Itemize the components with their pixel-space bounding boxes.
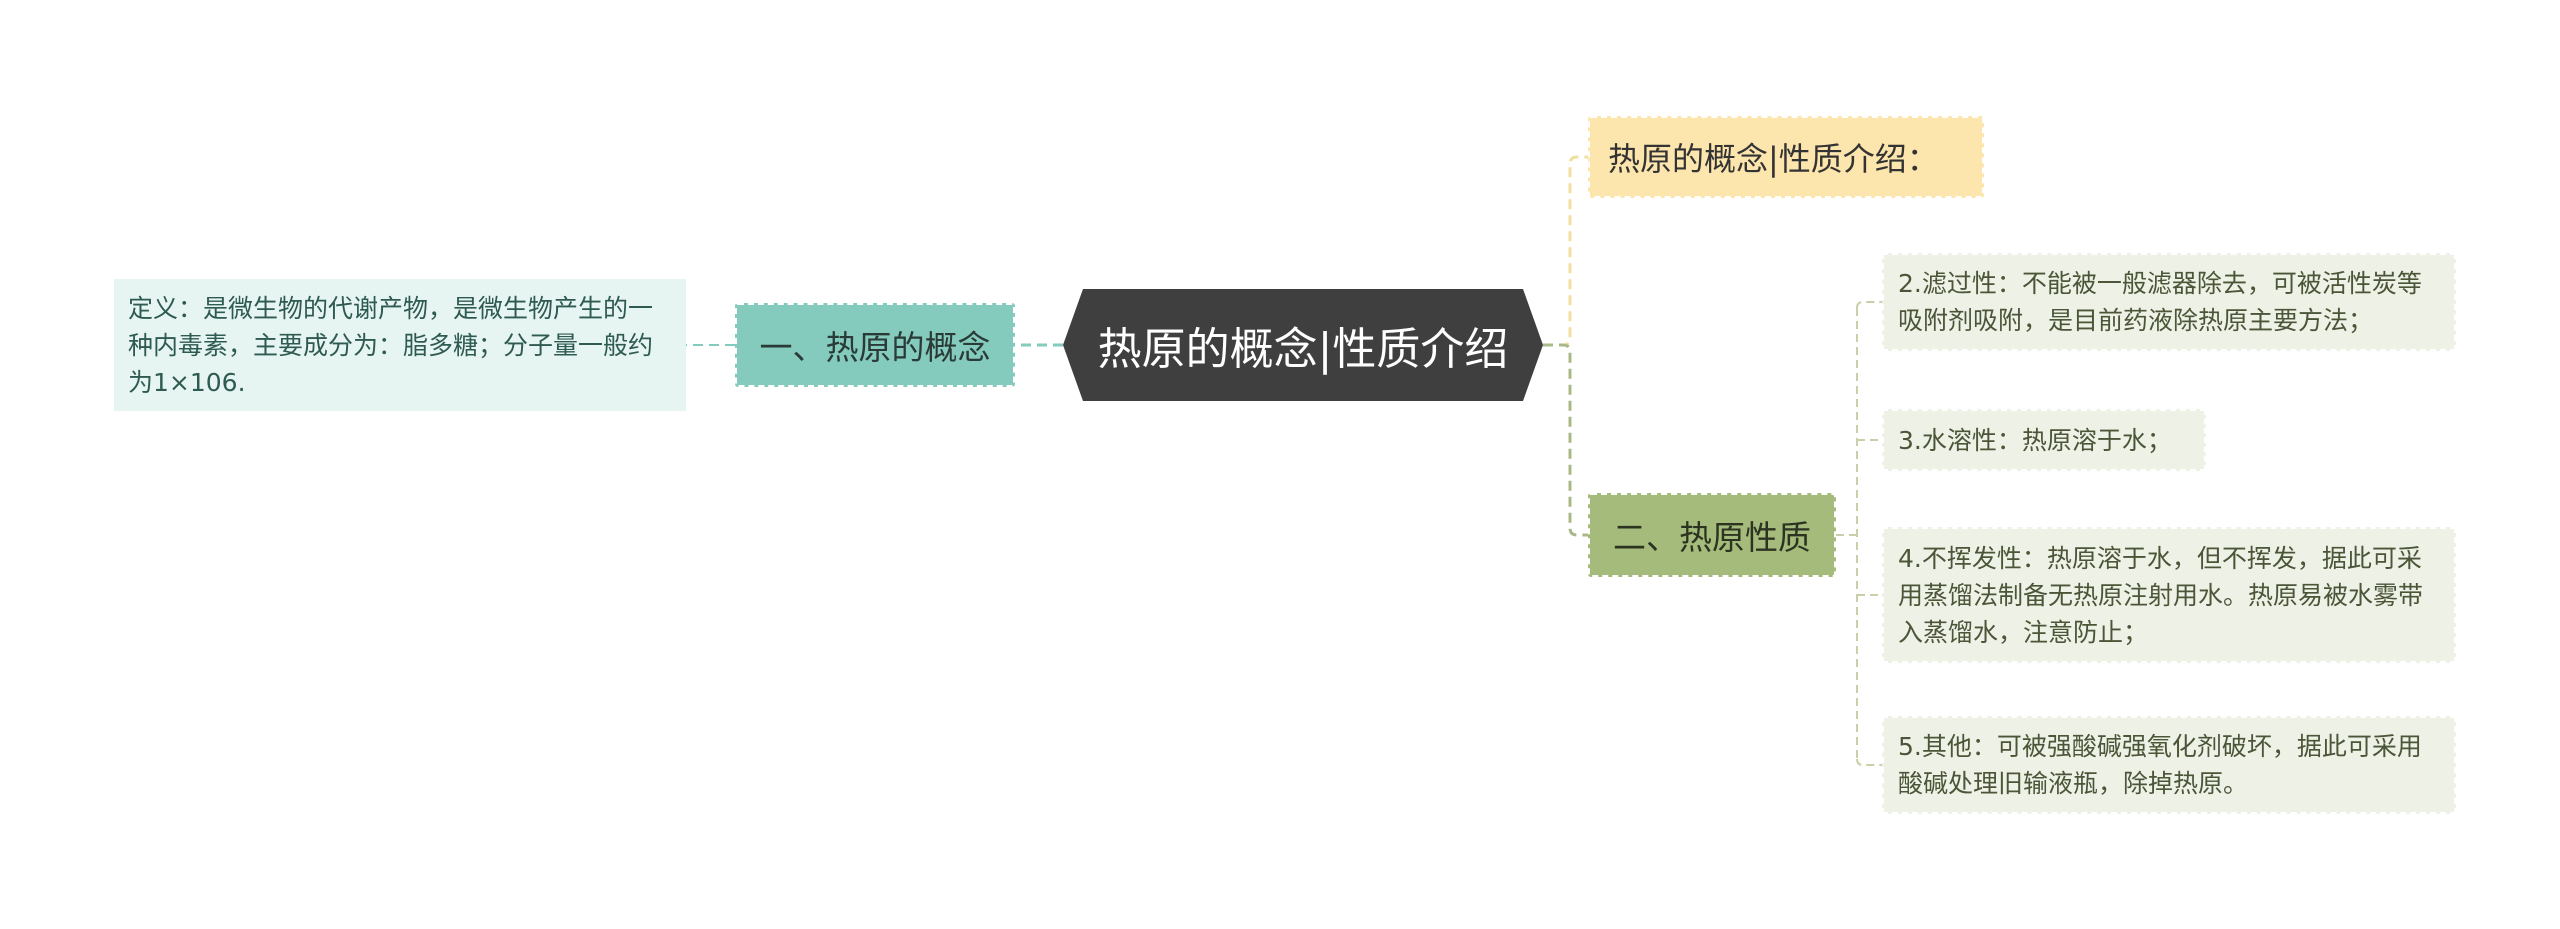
- central-topic-label: 热原的概念|性质介绍: [1097, 324, 1509, 375]
- central-topic[interactable]: 热原的概念|性质介绍: [1063, 289, 1543, 401]
- connector-to-prop-2: [1856, 301, 1882, 309]
- central-topic-shape: [1063, 289, 1543, 401]
- connector-root-to-properties: [1543, 343, 1588, 537]
- connector-root-to-title: [1543, 155, 1588, 347]
- branch-concept[interactable]: 一、热原的概念: [735, 303, 1015, 387]
- branch-properties[interactable]: 二、热原性质: [1588, 493, 1836, 577]
- leaf-property-other[interactable]: 5.其他：可被强酸碱强氧化剂破坏，据此可采用酸碱处理旧输液瓶，除掉热原。: [1882, 716, 2456, 814]
- leaf-property-non-volatility[interactable]: 4.不挥发性：热原溶于水，但不挥发，据此可采用蒸馏法制备无热原注射用水。热原易被…: [1882, 527, 2456, 663]
- leaf-definition[interactable]: 定义：是微生物的代谢产物，是微生物产生的一种内毒素，主要成分为：脂多糖；分子量一…: [114, 279, 686, 411]
- branch-concept-label: 一、热原的概念: [759, 328, 991, 367]
- leaf-property-text: 3.水溶性：热原溶于水；: [1898, 425, 2172, 455]
- leaf-definition-text: 定义：是微生物的代谢产物，是微生物产生的一种内毒素，主要成分为：脂多糖；分子量一…: [128, 293, 654, 397]
- leaf-property-filterability[interactable]: 2.滤过性：不能被一般滤器除去，可被活性炭等吸附剂吸附，是目前药液除热原主要方法…: [1882, 253, 2456, 351]
- branch-intro-title[interactable]: 热原的概念|性质介绍：: [1588, 116, 1984, 198]
- leaf-property-text: 2.滤过性：不能被一般滤器除去，可被活性炭等吸附剂吸附，是目前药液除热原主要方法…: [1898, 269, 2422, 335]
- connector-to-prop-5: [1856, 758, 1882, 766]
- branch-properties-label: 二、热原性质: [1613, 518, 1811, 557]
- branch-intro-title-label: 热原的概念|性质介绍：: [1608, 140, 1939, 178]
- leaf-property-text: 4.不挥发性：热原溶于水，但不挥发，据此可采用蒸馏法制备无热原注射用水。热原易被…: [1898, 543, 2424, 647]
- leaf-property-text: 5.其他：可被强酸碱强氧化剂破坏，据此可采用酸碱处理旧输液瓶，除掉热原。: [1898, 732, 2422, 798]
- leaf-property-water-solubility[interactable]: 3.水溶性：热原溶于水；: [1882, 409, 2206, 471]
